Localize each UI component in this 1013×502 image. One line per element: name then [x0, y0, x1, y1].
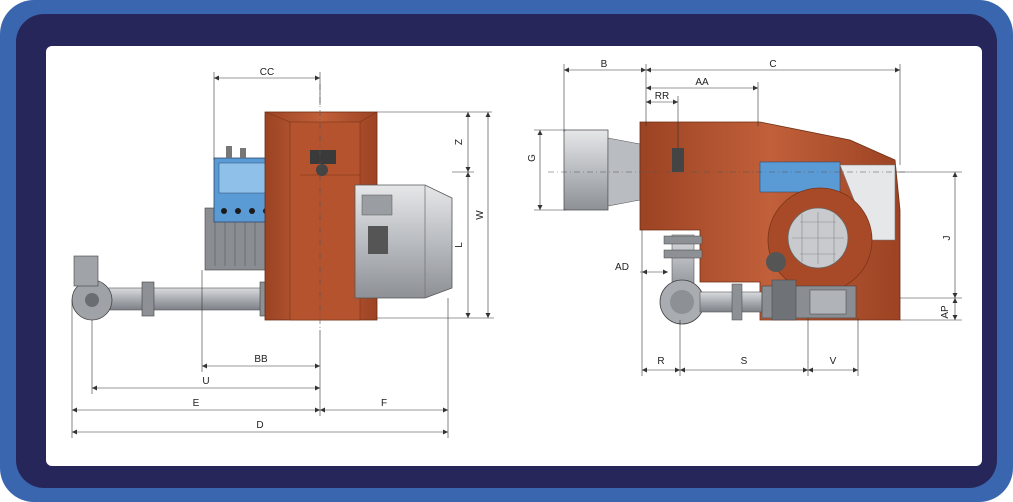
dim-label-rr: RR: [655, 91, 669, 102]
dim-label-ap: AP: [940, 305, 951, 319]
valve-core: [85, 293, 99, 307]
side-view-burner: [71, 84, 453, 330]
dim-label-u: U: [202, 376, 209, 387]
dim-label-f: F: [381, 398, 387, 409]
side-view-arrows: [72, 75, 491, 435]
front-view-arrows: [537, 67, 958, 373]
dim-label-cc: CC: [260, 67, 274, 78]
dim-label-ad: AD: [615, 262, 629, 273]
dim-label-s: S: [741, 356, 748, 367]
sight-glass: [368, 226, 388, 254]
dim-label-l: L: [454, 242, 465, 248]
dim-label-bb: BB: [254, 354, 268, 365]
dim-label-g: G: [527, 154, 538, 162]
dim-label-b: B: [601, 59, 608, 70]
dim-label-d: D: [256, 420, 263, 431]
dim-label-c: C: [769, 59, 776, 70]
dim-label-aa: AA: [695, 77, 709, 88]
damper-actuator: [310, 150, 336, 164]
fuel-pipe: [89, 287, 281, 311]
valve-actuator: [73, 255, 99, 287]
dim-label-r: R: [657, 356, 664, 367]
dim-label-w: W: [475, 210, 486, 220]
front-control-window: [759, 161, 841, 193]
front-view-burner: [548, 121, 905, 325]
side-view-dimensions: [71, 72, 494, 438]
horizontal-pipe: [699, 291, 763, 313]
dim-label-z: Z: [454, 139, 465, 145]
dim-label-e: E: [193, 398, 200, 409]
burner-nozzle: [563, 129, 609, 211]
dim-label-v: V: [830, 356, 837, 367]
pipe-flange: [141, 281, 155, 317]
front-view-dimensions: [534, 64, 962, 376]
dim-label-j: J: [942, 236, 953, 241]
